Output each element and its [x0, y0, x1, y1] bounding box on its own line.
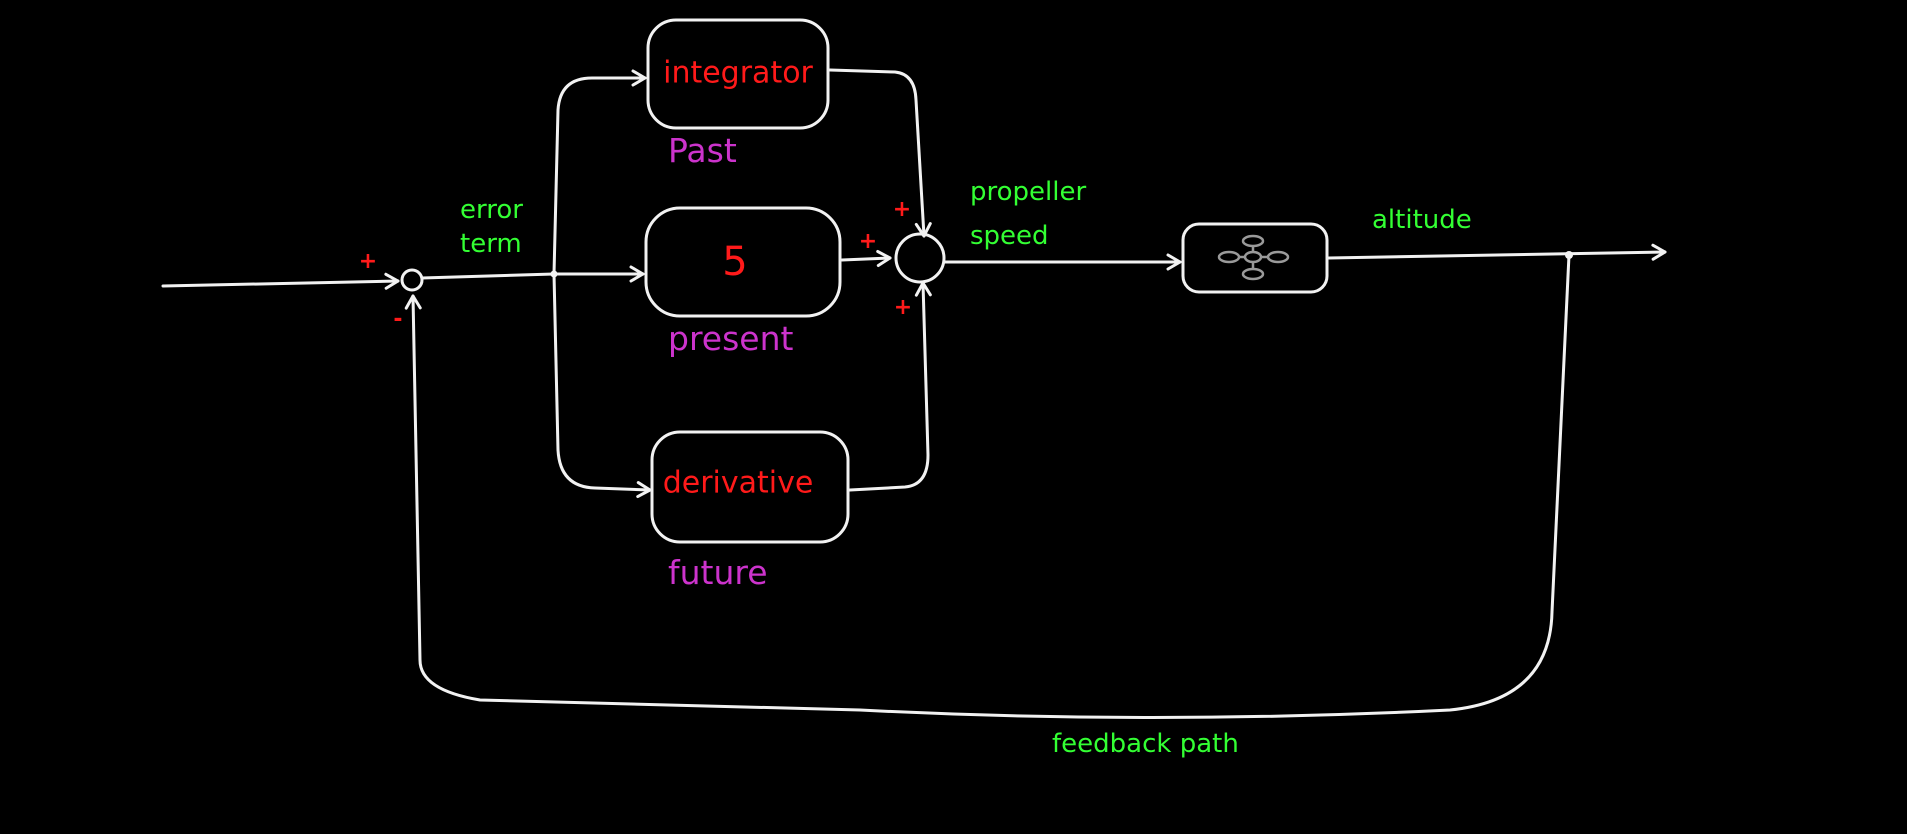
feedback-path-line [404, 253, 1571, 719]
input-line [161, 272, 400, 290]
propeller-speed-label-line2: speed [970, 221, 1049, 251]
integrator-block [646, 18, 830, 130]
proportional-block [644, 206, 842, 318]
integrator-label: integrator [663, 56, 813, 91]
integrator-plus-sign: + [893, 197, 911, 222]
past-label: Past [668, 131, 737, 170]
derivative-label: derivative [663, 466, 814, 501]
derivative-branch [552, 272, 652, 499]
derivative-block [650, 430, 850, 544]
controller-summing-junction [894, 232, 946, 284]
propeller-speed-label-line1: propeller [970, 177, 1086, 207]
proportional-plus-sign: + [859, 229, 877, 254]
branch-point [550, 270, 558, 278]
altitude-label: altitude [1372, 205, 1472, 235]
present-label: present [668, 319, 794, 358]
feedback-minus-sign: - [393, 307, 402, 332]
drone-icon [1217, 234, 1290, 281]
altitude-output-line [1327, 243, 1667, 261]
error-line [420, 272, 556, 280]
input-plus-sign: + [359, 249, 377, 274]
feedback-path-label: feedback path [1052, 729, 1239, 759]
error-summing-junction [400, 268, 424, 292]
error-term-label-line2: term [460, 229, 522, 259]
error-term-label-line1: error [460, 195, 523, 225]
proportional-output [840, 250, 892, 267]
integrator-branch [552, 69, 647, 276]
proportional-gain-label: 5 [722, 239, 747, 285]
drone-block [1181, 222, 1329, 294]
future-label: future [668, 553, 768, 592]
derivative-plus-sign: + [894, 295, 912, 320]
derivative-output [848, 281, 932, 492]
integrator-output [828, 68, 932, 238]
